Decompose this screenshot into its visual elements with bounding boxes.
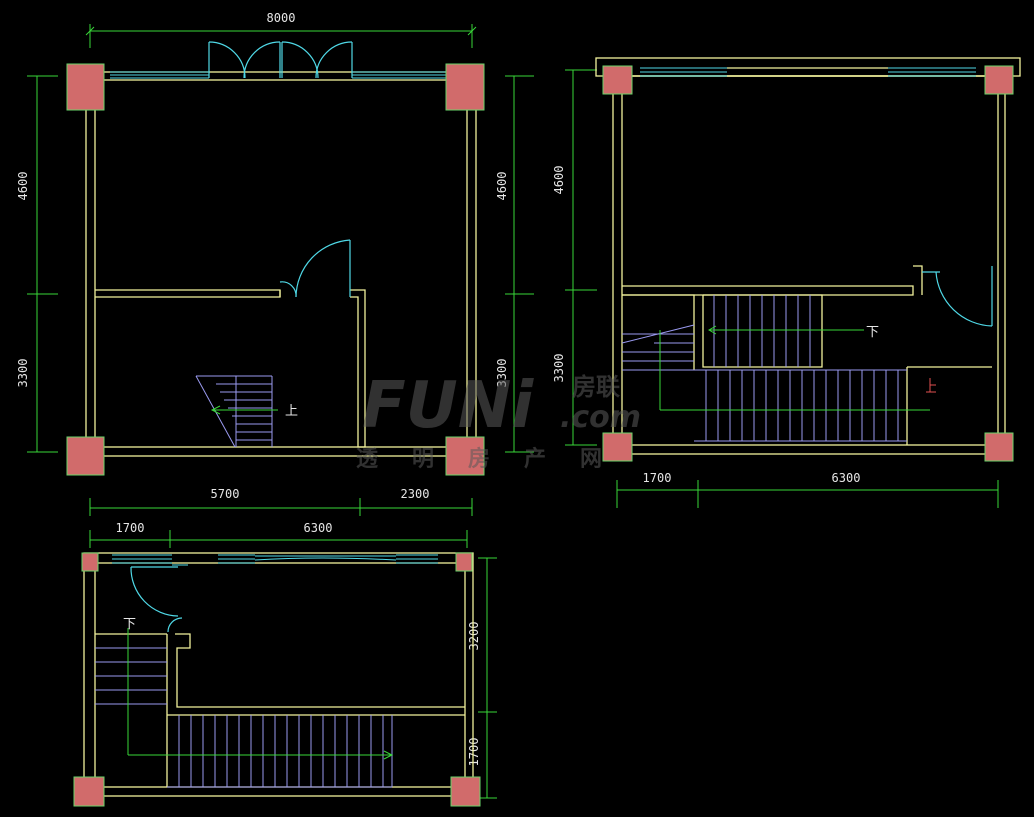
dim-left-upper: 4600 (16, 172, 30, 201)
plan-right-stair-arrows (659, 325, 930, 411)
column (602, 432, 633, 462)
dim-top-8000: 8000 (267, 11, 296, 25)
plan-right-windows (640, 67, 976, 77)
column (81, 552, 99, 572)
plan-top-left-stair-arrow (210, 405, 278, 415)
dim-bottom-left: 5700 (211, 487, 240, 501)
dim-right-lower: 1700 (467, 738, 481, 767)
plan-bottom: 1700 6300 3200 1700 (73, 521, 497, 807)
plan-top-left-windows (110, 71, 447, 79)
column (445, 63, 485, 111)
plan-bottom-door (130, 566, 183, 633)
dim-right-upper: 3200 (467, 622, 481, 651)
column (66, 436, 105, 476)
dim-right-upper: 4600 (495, 172, 509, 201)
plan-bottom-columns (73, 552, 481, 807)
plan-top-left-entry-doors (208, 41, 353, 79)
plan-bottom-stair-arrow (127, 628, 394, 760)
dim-left-upper: 4600 (552, 166, 566, 195)
plan-right: 4600 3300 1700 6300 (552, 57, 1021, 508)
stair-down-label: 下 (866, 325, 879, 340)
column (445, 436, 485, 476)
plan-right-stair (621, 295, 907, 442)
dim-left-lower: 3300 (16, 359, 30, 388)
watermark-brand: FUNi (362, 369, 534, 443)
plan-top-left-walls (85, 64, 477, 457)
plan-right-red-marker (926, 378, 936, 393)
plan-bottom-dimensions (89, 530, 497, 799)
dim-top-right: 6300 (304, 521, 333, 535)
plan-top-left: 8000 4600 3300 4600 3300 5700 2300 (16, 11, 534, 516)
stair-down-label: 下 (123, 617, 136, 632)
column (73, 776, 105, 807)
watermark: FUNi 房联 .com 透明房产网 (356, 369, 641, 472)
watermark-cn-brand: 房联 (572, 373, 620, 401)
column (984, 432, 1014, 462)
dim-right-lower: 3300 (495, 359, 509, 388)
dim-bottom-right: 2300 (401, 487, 430, 501)
plan-bottom-walls (83, 552, 474, 797)
dim-bottom-left: 1700 (643, 471, 672, 485)
stair-up-label: 上 (285, 404, 298, 419)
watermark-domain: .com (560, 400, 641, 435)
plan-bottom-windows (112, 554, 438, 566)
plan-top-left-columns (66, 63, 485, 476)
column (455, 552, 473, 572)
plan-right-door (922, 266, 993, 327)
column (602, 65, 633, 95)
column (66, 63, 105, 111)
plan-right-walls (595, 57, 1021, 455)
plan-right-columns (602, 65, 1014, 462)
plan-right-dimensions (565, 69, 999, 508)
plan-top-left-inner-door (279, 239, 351, 298)
dim-bottom-right: 6300 (832, 471, 861, 485)
dim-left-lower: 3300 (552, 354, 566, 383)
plan-bottom-stair (95, 647, 393, 788)
plan-top-left-dimensions (27, 24, 534, 516)
column (450, 776, 481, 807)
column (984, 65, 1014, 95)
watermark-tagline: 透明房产网 (356, 446, 636, 472)
dim-top-left: 1700 (116, 521, 145, 535)
plan-top-left-stair (195, 375, 273, 448)
